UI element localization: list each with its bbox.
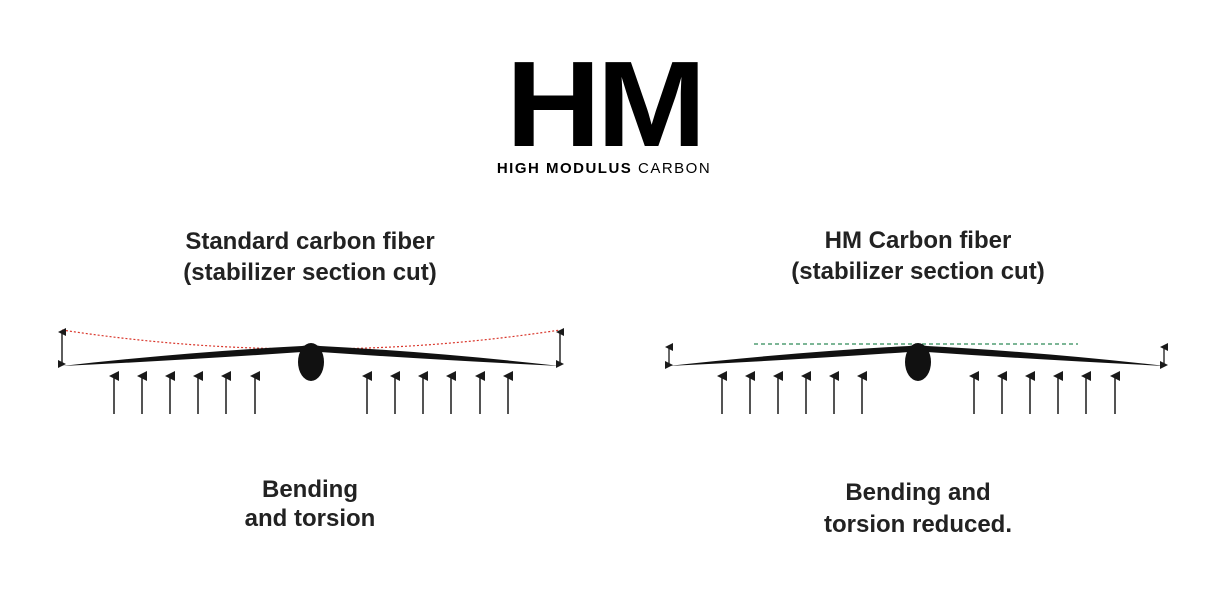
left-lift-arrows — [109, 371, 513, 414]
logo-mark: HM — [505, 36, 707, 172]
logo-subtitle-bold: HIGH MODULUS — [496, 160, 633, 177]
left-panel-caption: Bending and torsion — [210, 475, 410, 533]
left-caption-line1: Bending — [262, 476, 358, 503]
right-caption-line2: torsion reduced. — [823, 511, 1013, 538]
left-stabilizer — [58, 328, 564, 414]
hm-logo: HM HIGH MODULUS CARBON — [492, 43, 716, 177]
right-mast — [905, 343, 931, 381]
left-title-line1: Standard carbon fiber — [185, 228, 435, 255]
left-title-line2: (stabilizer section cut) — [183, 259, 437, 286]
right-lift-arrows — [717, 371, 1120, 414]
right-panel-caption: Bending and torsion reduced. — [788, 477, 1048, 541]
left-panel-title: Standard carbon fiber (stabilizer sectio… — [160, 226, 460, 288]
left-caption-line2: and torsion — [244, 505, 376, 532]
right-title-line2: (stabilizer section cut) — [791, 258, 1045, 285]
logo-subtitle: HIGH MODULUS CARBON — [492, 160, 716, 177]
right-caption-line1: Bending and — [845, 479, 991, 506]
right-title-line1: HM Carbon fiber — [824, 227, 1012, 254]
right-stabilizer — [665, 343, 1168, 414]
logo-subtitle-regular: CARBON — [637, 160, 712, 177]
left-mast — [298, 343, 324, 381]
right-panel-title: HM Carbon fiber (stabilizer section cut) — [768, 225, 1068, 287]
